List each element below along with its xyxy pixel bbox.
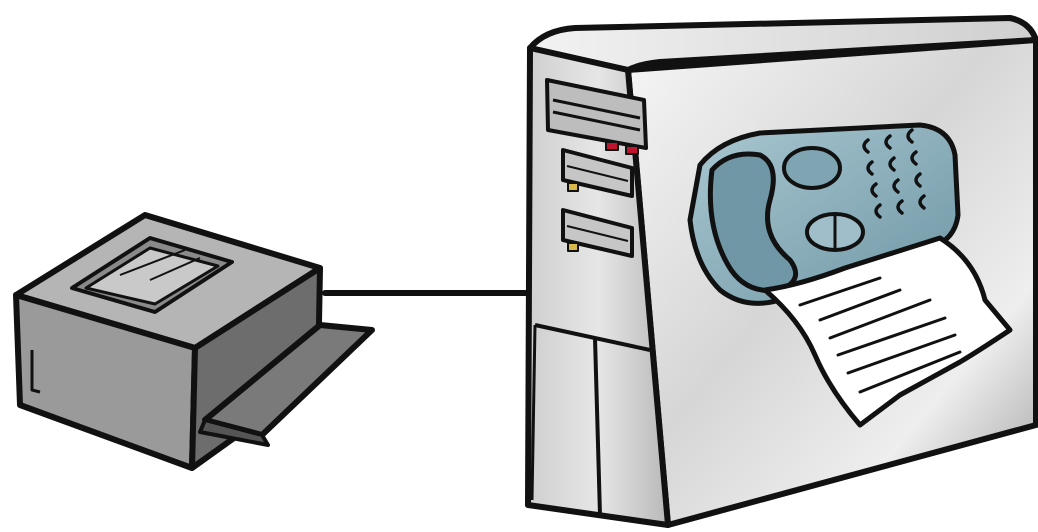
printer-icon: [16, 215, 372, 468]
